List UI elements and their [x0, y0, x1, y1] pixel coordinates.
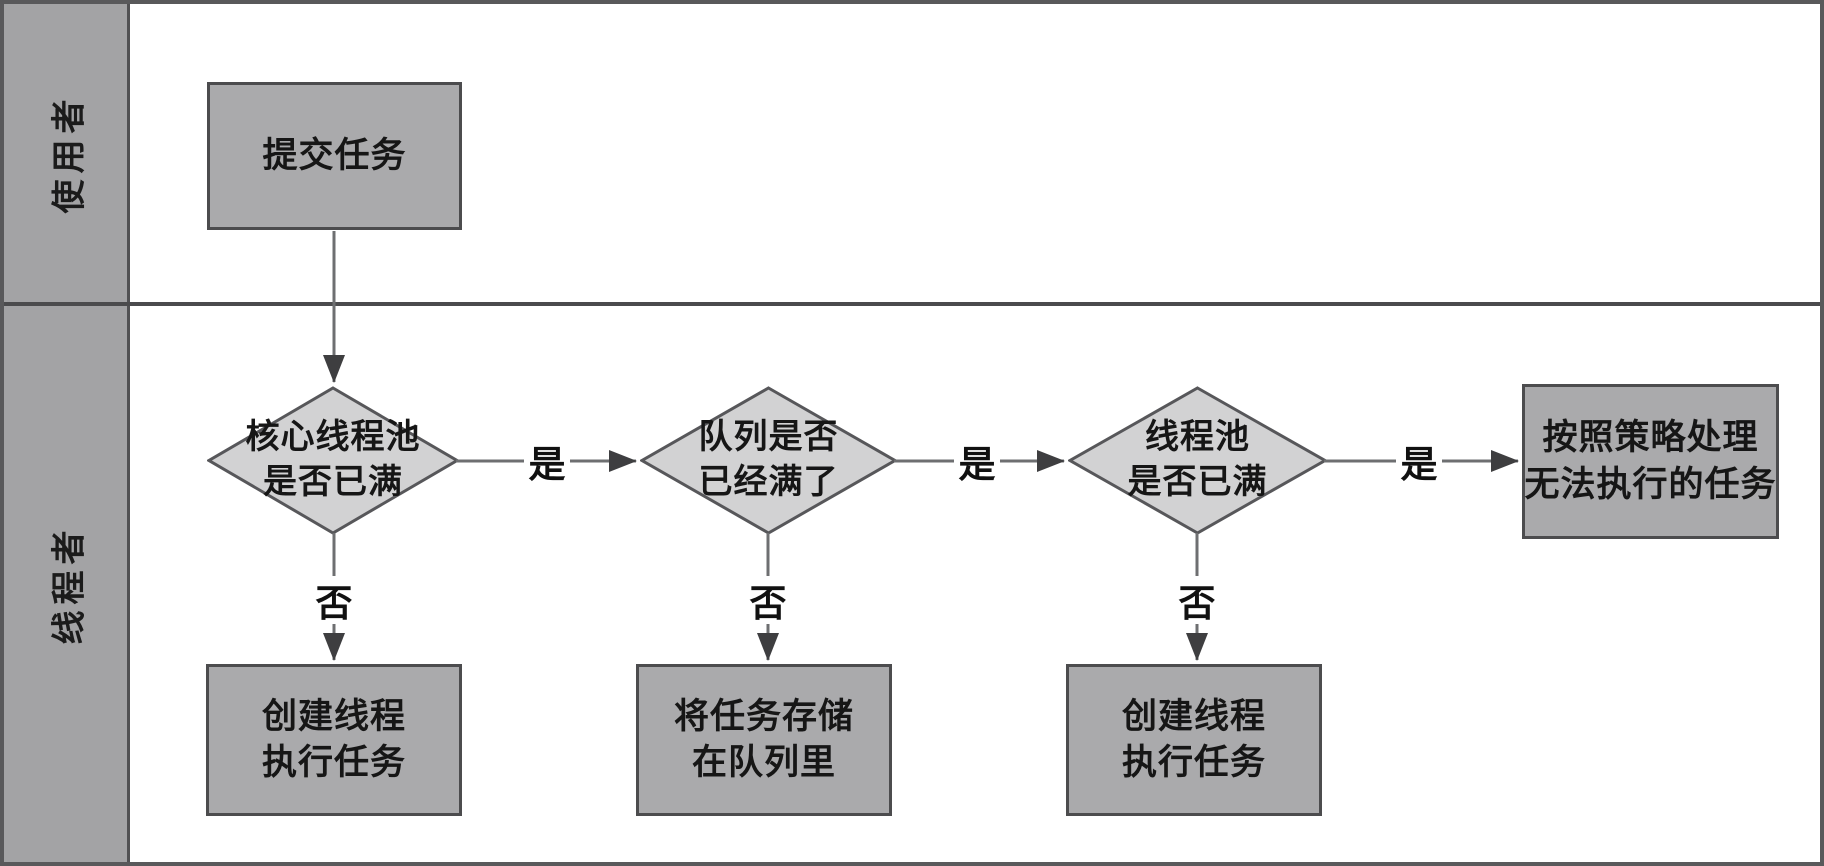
process-box-label: 执行任务 — [1121, 743, 1266, 782]
process-box-create-thread-1: 创建线程 执行任务 — [206, 664, 462, 816]
edge-label-no-1: 否 — [311, 576, 357, 625]
lane-user: 使用者 — [4, 4, 127, 302]
decision-label: 是否已满 — [263, 463, 403, 501]
process-box-label: 执行任务 — [261, 743, 406, 782]
decision-label: 队列是否 — [698, 418, 839, 456]
process-box-label: 提交任务 — [262, 135, 407, 175]
decision-core-pool-full: 核心线程池 是否已满 — [207, 386, 459, 535]
process-box-label: 创建线程 — [261, 696, 406, 736]
decision-pool-full: 线程池 是否已满 — [1068, 386, 1327, 535]
lane-label-user: 使用者 — [51, 93, 88, 213]
edge-label-no-2: 否 — [745, 576, 791, 625]
edge-label-no-3: 否 — [1174, 576, 1220, 625]
process-box-label: 按照策略处理 — [1542, 418, 1759, 458]
process-box-store-in-queue: 将任务存储 在队列里 — [636, 664, 892, 816]
edge-label-yes-1: 是 — [524, 437, 570, 486]
process-box-label: 将任务存储 — [673, 696, 854, 736]
process-box-label: 创建线程 — [1121, 696, 1266, 736]
decision-label: 核心线程池 — [245, 418, 421, 456]
decision-label: 已经满了 — [698, 463, 839, 501]
decision-label: 是否已满 — [1127, 463, 1268, 501]
process-box-submit-task: 提交任务 — [207, 82, 462, 230]
edge-label-yes-2: 是 — [954, 437, 1000, 486]
edge-label-yes-3: 是 — [1396, 437, 1442, 486]
decision-label: 线程池 — [1145, 418, 1250, 456]
process-box-label: 在队列里 — [691, 743, 836, 782]
swimlane-header-column — [4, 4, 130, 862]
lane-thread: 线程者 — [4, 306, 127, 862]
decision-queue-full: 队列是否 已经满了 — [640, 386, 897, 535]
lane-divider-line — [4, 302, 1820, 306]
process-box-create-thread-2: 创建线程 执行任务 — [1066, 664, 1322, 816]
process-box-label: 无法执行的任务 — [1524, 464, 1777, 504]
lane-label-thread: 线程者 — [51, 524, 88, 644]
process-box-reject-policy: 按照策略处理 无法执行的任务 — [1522, 384, 1779, 539]
